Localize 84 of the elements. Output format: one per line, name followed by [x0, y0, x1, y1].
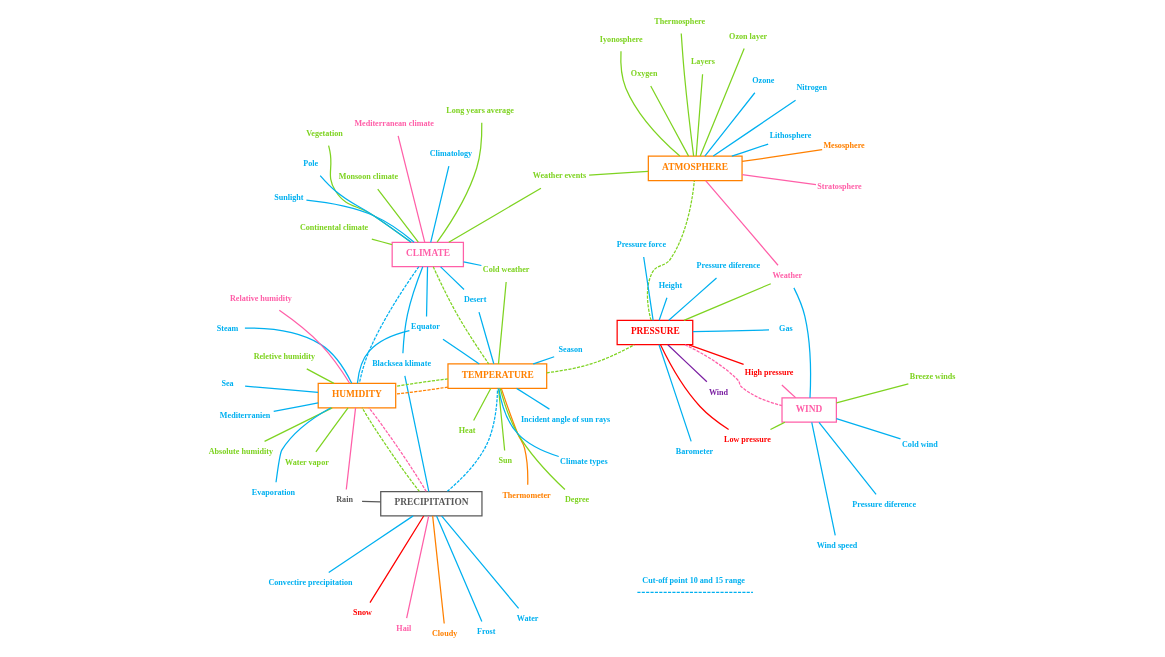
connector	[401, 266, 423, 354]
connector	[704, 179, 779, 266]
connector	[314, 407, 349, 453]
connector	[703, 92, 755, 157]
node-box: CLIMATE	[391, 241, 464, 268]
connector	[810, 421, 836, 537]
connector	[405, 515, 429, 619]
connector	[780, 384, 796, 399]
connector	[515, 387, 550, 410]
connector	[532, 356, 555, 365]
connector	[835, 383, 909, 404]
connector	[327, 515, 414, 574]
node-box: ATMOSPHERE	[647, 155, 743, 182]
connector	[370, 238, 393, 246]
connector	[792, 287, 811, 399]
connector	[667, 277, 717, 321]
connector	[462, 261, 482, 267]
connector	[274, 407, 331, 483]
connector	[425, 266, 428, 318]
connector	[435, 515, 482, 623]
connector	[657, 344, 692, 443]
connector	[397, 135, 425, 243]
connector	[361, 407, 420, 493]
connector	[642, 256, 654, 321]
connector	[394, 386, 448, 395]
connector	[403, 375, 429, 492]
connector	[441, 338, 480, 365]
connector	[432, 266, 489, 365]
connector	[659, 344, 729, 431]
connector	[263, 407, 333, 443]
connector	[695, 73, 703, 157]
connector	[817, 421, 877, 496]
connector	[683, 344, 782, 407]
connector	[687, 344, 744, 366]
connector	[440, 515, 519, 609]
connector	[436, 122, 482, 243]
connector	[619, 50, 680, 157]
connector	[680, 32, 694, 157]
connector	[730, 143, 769, 157]
connector	[646, 180, 695, 321]
connector	[497, 281, 507, 365]
connector	[699, 47, 745, 157]
connector	[588, 170, 649, 176]
connector	[666, 344, 707, 383]
connector	[439, 266, 465, 291]
connector	[835, 418, 901, 440]
connector	[682, 283, 771, 321]
connector	[243, 385, 319, 393]
connector	[368, 515, 424, 604]
connector	[769, 421, 786, 431]
connector	[545, 344, 635, 374]
node-box: PRESSURE	[616, 319, 693, 346]
connector	[278, 309, 350, 384]
connector	[367, 407, 427, 493]
connector	[431, 515, 445, 625]
connector	[472, 387, 491, 422]
connector	[447, 187, 542, 243]
connector	[272, 402, 319, 413]
connector	[305, 199, 415, 243]
connector	[741, 174, 817, 186]
connector	[658, 297, 668, 321]
connector	[243, 327, 352, 384]
connector	[446, 387, 498, 492]
connector	[356, 330, 410, 384]
connector	[477, 311, 494, 365]
node-box: PRECIPITATION	[379, 490, 483, 517]
connector	[358, 266, 419, 384]
connector	[319, 174, 412, 243]
connector	[500, 387, 528, 486]
connector	[499, 387, 566, 491]
node-box: WIND	[780, 397, 837, 423]
connector	[345, 407, 356, 491]
node-box: HUMIDITY	[317, 382, 396, 409]
connector	[429, 165, 449, 243]
connector	[712, 99, 796, 157]
connector	[376, 188, 419, 243]
connector	[649, 85, 689, 157]
connector	[394, 378, 448, 387]
connector	[360, 500, 381, 503]
node-box: TEMPERATURE	[446, 363, 547, 389]
connector	[740, 149, 823, 163]
connector	[691, 329, 770, 333]
connector	[497, 387, 559, 458]
connector	[305, 368, 335, 384]
